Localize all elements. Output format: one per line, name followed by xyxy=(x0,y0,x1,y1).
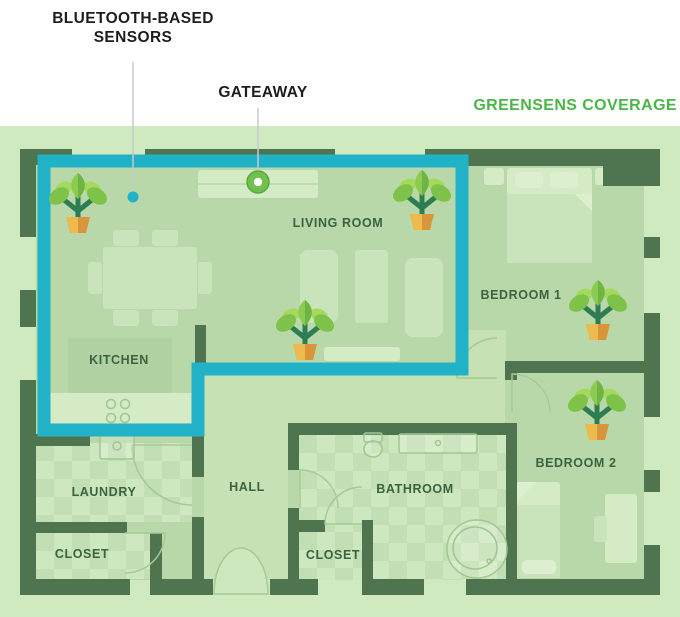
room-label-laundry: LAUNDRY xyxy=(71,485,137,499)
room-label-living-room: LIVING ROOM xyxy=(292,216,384,230)
room-label-closet-middle: CLOSET xyxy=(305,548,361,562)
wall-segment xyxy=(644,149,660,183)
desk xyxy=(605,494,637,563)
room-label-hall: HALL xyxy=(229,480,265,494)
dining-chair xyxy=(152,230,178,246)
nightstand xyxy=(484,168,504,185)
wall-laundry-top xyxy=(36,434,90,446)
wall-segment xyxy=(145,149,335,165)
laundry-floor xyxy=(36,443,192,522)
wall-bedroom-divider-stub xyxy=(505,361,517,380)
wall-segment xyxy=(270,579,318,595)
wall-hall-left xyxy=(192,436,204,477)
room-label-closet-left: CLOSET xyxy=(54,547,110,561)
wall-bathroom-left xyxy=(288,435,299,470)
wall-bathroom-right xyxy=(506,435,517,580)
wall-bathroom-left xyxy=(288,508,299,580)
wall-segment xyxy=(425,149,660,166)
bluetooth-sensors-label: BLUETOOTH-BASED SENSORS xyxy=(52,9,214,47)
pillow xyxy=(550,172,578,188)
desk-chair xyxy=(594,516,607,542)
bluetooth-sensors-label-line1: BLUETOOTH-BASED xyxy=(52,10,214,27)
hall-corridor-floor xyxy=(204,375,505,424)
wall-closet-right xyxy=(150,533,162,579)
closet-middle-floor xyxy=(299,532,362,580)
kitchen-counter xyxy=(47,393,197,429)
wall-segment xyxy=(466,579,660,595)
room-label-bedroom1: BEDROOM 1 xyxy=(480,288,562,302)
wall-closet-middle-right xyxy=(362,532,373,580)
room-label-bathroom: BATHROOM xyxy=(376,482,454,496)
dining-chair xyxy=(113,310,139,326)
bedroom1-blanket xyxy=(507,194,592,263)
wall-closet-middle-corner xyxy=(362,520,373,532)
wall-bathroom-top xyxy=(288,423,517,435)
wall-closet-middle-top xyxy=(299,520,325,532)
tv-stand xyxy=(324,347,400,361)
dining-chair xyxy=(88,262,102,294)
coffee-table xyxy=(355,250,388,323)
wall-segment xyxy=(20,290,36,327)
gateway-label: GATEAWAY xyxy=(218,84,308,101)
kitchen-island xyxy=(68,338,172,396)
wall-bedroom-divider xyxy=(505,361,655,373)
wall-segment xyxy=(362,579,424,595)
hall-floor xyxy=(204,424,288,580)
dining-chair xyxy=(113,230,139,246)
pillow xyxy=(515,172,543,188)
sideboard-shelf-line xyxy=(198,183,318,185)
coverage-title: GREENSENS COVERAGE xyxy=(473,97,677,114)
sofa xyxy=(300,250,338,323)
dining-chair xyxy=(152,310,178,326)
dining-table xyxy=(103,247,197,309)
room-label-kitchen: KITCHEN xyxy=(89,353,149,367)
wall-hall-left xyxy=(192,517,204,595)
wall-segment xyxy=(20,579,130,595)
wall-segment xyxy=(644,237,660,258)
dining-chair xyxy=(198,262,212,294)
room-label-bedroom2: BEDROOM 2 xyxy=(535,456,617,470)
sideboard xyxy=(198,170,318,198)
wall-segment xyxy=(20,149,36,237)
sofa xyxy=(405,258,443,337)
bluetooth-sensors-label-line2: SENSORS xyxy=(93,29,173,46)
wall-segment xyxy=(644,470,660,492)
wall-segment xyxy=(20,380,36,595)
pillow xyxy=(522,560,556,574)
wall-kitchen-living-stub xyxy=(195,325,206,364)
wall-laundry-closet xyxy=(36,522,127,533)
bedroom-door-nook-floor xyxy=(468,330,506,375)
